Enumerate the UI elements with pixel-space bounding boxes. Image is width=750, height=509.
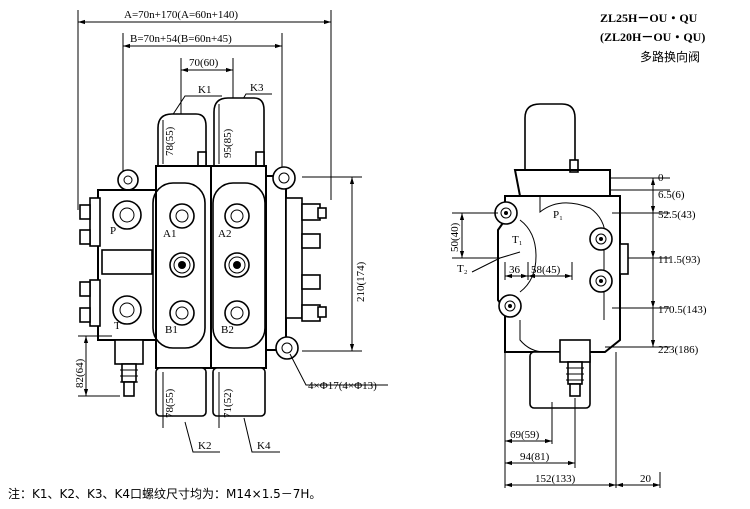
port-a2: A2 — [218, 228, 231, 240]
callout-k4: K4 — [257, 440, 271, 452]
dim-36: 36 — [509, 264, 521, 276]
port-t2: T₂ — [457, 263, 468, 275]
dim-58: 58(45) — [531, 264, 561, 276]
dim-0: 0 — [658, 172, 664, 184]
dim-152: 152(133) — [535, 473, 576, 485]
port-t1: T₁ — [512, 234, 523, 246]
dim-210: 210(174) — [355, 261, 367, 302]
dim-6-5: 6.5(6) — [658, 189, 685, 201]
model-line-2: (ZL20H－OU・QU) — [600, 30, 705, 44]
callout-k1: K1 — [198, 84, 211, 96]
port-b2: B2 — [221, 324, 234, 336]
valve-name: 多路换向阀 — [640, 49, 700, 64]
front-view: A=70n+170(A=60n+140) B=70n+54(B=60n+45) … — [74, 9, 388, 453]
dim-78-top: 78(55) — [164, 126, 176, 156]
dim-b-label: B=70n+54(B=60n+45) — [130, 33, 232, 45]
thread-note: 注：K1、K2、K3、K4口螺纹尺寸均为：M14×1.5－7H。 — [8, 486, 321, 501]
dim-111-5: 111.5(93) — [658, 254, 701, 266]
dim-a-label: A=70n+170(A=60n+140) — [124, 9, 238, 21]
port-b1: B1 — [165, 324, 178, 336]
port-p: P — [110, 225, 116, 237]
port-p1: P₁ — [553, 209, 563, 221]
dim-52-5: 52.5(43) — [658, 209, 696, 221]
port-a1: A1 — [163, 228, 176, 240]
side-view: P₁ T₁ T₂ 0 6.5(6) 52.5(43) 111.5(93) — [449, 103, 707, 488]
holes-label: 4×Φ17(4×Φ13) — [308, 380, 377, 392]
dim-223: 223(186) — [658, 344, 699, 356]
dim-71: 71(52) — [222, 388, 234, 418]
dim-170-5: 170.5(143) — [658, 304, 707, 316]
dim-78-bottom: 78(55) — [164, 388, 176, 418]
dim-pitch-label: 70(60) — [189, 57, 219, 69]
callout-k2: K2 — [198, 440, 211, 452]
callout-k3: K3 — [250, 82, 264, 94]
port-t: T — [114, 320, 121, 332]
dim-50: 50(40) — [449, 222, 461, 252]
dim-82: 82(64) — [74, 358, 86, 388]
dim-69: 69(59) — [510, 429, 540, 441]
dim-95: 95(85) — [222, 128, 234, 158]
model-line-1: ZL25H－OU・QU — [600, 11, 698, 25]
dim-20: 20 — [640, 473, 652, 485]
dim-94: 94(81) — [520, 451, 550, 463]
